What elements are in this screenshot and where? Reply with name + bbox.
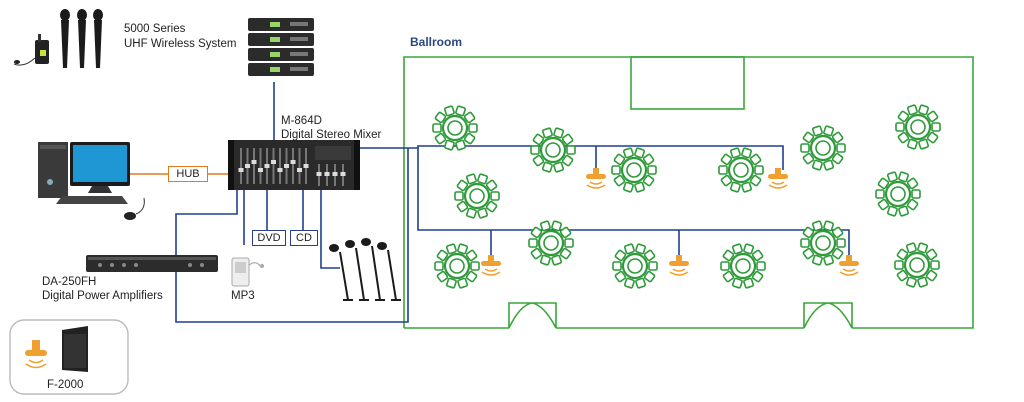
tables-layer [432, 104, 941, 289]
mixer-sublabel: Digital Stereo Mixer [281, 129, 382, 141]
mp3-label: MP3 [231, 290, 255, 302]
round-table-icon [875, 171, 921, 217]
ceiling-speaker-icon [768, 168, 788, 189]
ceiling-speaker-icon [839, 255, 859, 276]
speaker-model-label: F-2000 [47, 379, 84, 391]
round-table-icon [800, 125, 846, 171]
mp3-player [231, 257, 264, 287]
round-table-icon [718, 147, 764, 193]
round-table-icon [611, 147, 657, 193]
dvd-box: DVD [252, 230, 286, 246]
round-table-icon [612, 243, 658, 289]
speaker-callout [9, 319, 129, 395]
round-table-icon [895, 104, 941, 150]
wired-mics [329, 238, 401, 301]
cd-box: CD [290, 230, 318, 246]
speakers-layer [481, 168, 859, 276]
wireless-system-sublabel: UHF Wireless System [124, 38, 237, 50]
round-table-icon [432, 105, 478, 151]
round-table-icon [528, 220, 574, 266]
round-table-icon [800, 220, 846, 266]
wireless-system-label: 5000 Series [124, 23, 186, 35]
round-table-icon [454, 173, 500, 219]
round-table-icon [434, 243, 480, 289]
amplifier-sublabel: Digital Power Amplifiers [42, 290, 163, 302]
room-label: Ballroom [410, 35, 463, 49]
wireless-mics [13, 9, 103, 68]
amplifier-label: DA-250FH [42, 276, 97, 288]
mixer-device [228, 140, 360, 190]
ceiling-speaker-icon [586, 168, 606, 189]
ceiling-speaker-icon [481, 255, 501, 276]
round-table-icon [720, 243, 766, 289]
mixer-label: M-864D [281, 115, 322, 127]
computer [38, 142, 145, 220]
hub-box: HUB [168, 166, 208, 182]
round-table-icon [530, 127, 576, 173]
round-table-icon [894, 242, 940, 288]
power-amplifier [86, 255, 218, 272]
wireless-receivers [248, 18, 314, 76]
ceiling-speaker-icon [669, 255, 689, 276]
signal-wiring [175, 82, 850, 323]
